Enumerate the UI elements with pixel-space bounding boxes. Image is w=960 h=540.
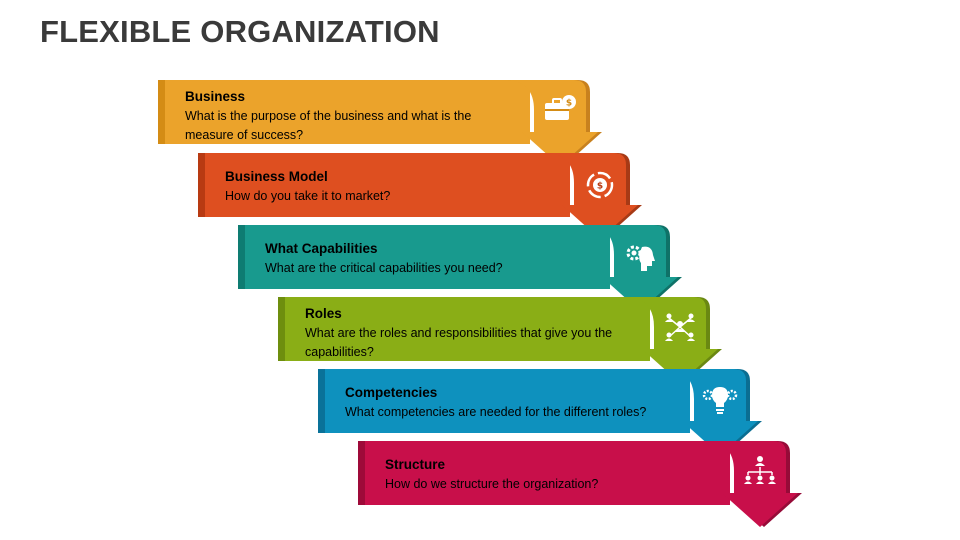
step-description: What competencies are needed for the dif…	[345, 405, 647, 419]
step-text: Business Model How do you take it to mar…	[225, 153, 618, 217]
step-title: Roles	[305, 306, 342, 321]
step-band	[358, 441, 730, 505]
step-roles: Roles What are the roles and responsibil…	[278, 297, 728, 383]
step-description: How do we structure the organization?	[385, 477, 599, 491]
step-arrow	[584, 225, 682, 311]
step-description: What are the roles and responsibilities …	[305, 326, 613, 359]
step-text: What Capabilities What are the critical …	[265, 225, 658, 289]
step-arrow	[664, 369, 762, 455]
org-chart-icon	[744, 456, 776, 484]
svg-text:$: $	[566, 99, 572, 109]
step-title: What Capabilities	[265, 241, 378, 256]
step-description: What are the critical capabilities you n…	[265, 261, 503, 275]
dollar-cycle-icon: $	[586, 171, 614, 199]
slide-title: FLEXIBLE ORGANIZATION	[40, 14, 440, 49]
briefcase-dollar-icon: $	[545, 95, 576, 120]
step-band	[278, 297, 650, 361]
step-text: Structure How do we structure the organi…	[385, 441, 778, 505]
step-band	[318, 369, 690, 433]
step-text: Roles What are the roles and responsibil…	[305, 297, 698, 361]
step-business: Business What is the purpose of the busi…	[158, 80, 608, 166]
step-band	[238, 225, 610, 289]
step-text: Business What is the purpose of the busi…	[185, 80, 578, 144]
team-network-icon	[665, 313, 695, 341]
step-business-model: Business Model How do you take it to mar…	[198, 153, 648, 239]
step-description: What is the purpose of the business and …	[185, 109, 472, 142]
head-gear-icon	[626, 245, 655, 271]
idea-gears-icon	[702, 387, 738, 414]
step-competencies: Competencies What competencies are neede…	[318, 369, 768, 455]
step-structure: Structure How do we structure the organi…	[358, 441, 808, 527]
step-title: Business Model	[225, 169, 328, 184]
step-title: Business	[185, 89, 246, 104]
step-text: Competencies What competencies are neede…	[345, 369, 738, 433]
step-what-capabilities: What Capabilities What are the critical …	[238, 225, 688, 311]
svg-text:$: $	[597, 182, 603, 192]
step-band	[198, 153, 570, 217]
step-band	[158, 80, 530, 144]
step-title: Structure	[385, 457, 446, 472]
step-description: How do you take it to market?	[225, 189, 391, 203]
step-title: Competencies	[345, 385, 438, 400]
